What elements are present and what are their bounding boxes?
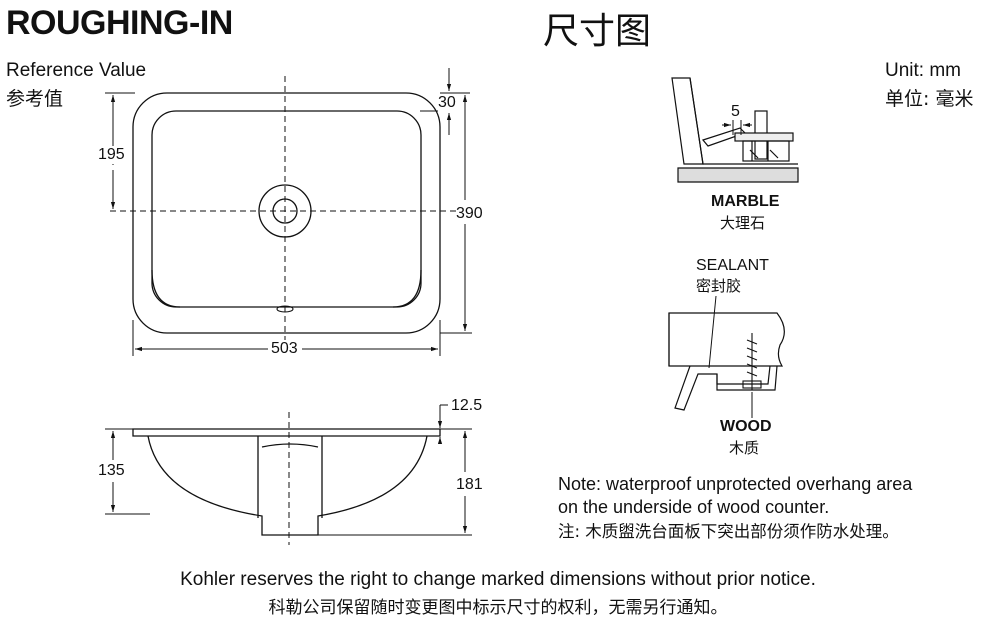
top-view-basin xyxy=(132,92,441,334)
marble-label: MARBLE xyxy=(711,193,780,210)
dim-12-5-label: 12.5 xyxy=(451,397,483,414)
dim-135-label: 135 xyxy=(98,462,125,480)
dim-503-label: 503 xyxy=(271,340,298,358)
side-view-basin xyxy=(132,428,441,536)
dim-181-line xyxy=(318,428,472,536)
footer-disclaimer-cn: 科勒公司保留随时变更图中标示尺寸的权利，无需另行通知。 xyxy=(268,598,728,618)
sealant-leader xyxy=(708,295,717,369)
wood-screw xyxy=(742,333,762,390)
wood-detail xyxy=(668,312,785,411)
marble-label-cn: 大理石 xyxy=(720,214,766,232)
wood-label: WOOD xyxy=(720,418,772,435)
page-title-cn: 尺寸图 xyxy=(543,11,652,52)
reference-value-label-cn: 参考值 xyxy=(6,88,64,110)
unit-label: Unit: mm xyxy=(885,60,961,81)
dim-503-line xyxy=(132,320,441,356)
unit-label-cn: 单位: 毫米 xyxy=(885,88,974,110)
page-title: ROUGHING-IN xyxy=(6,4,233,42)
dim-5-label: 5 xyxy=(731,103,740,120)
note-line-cn: 注: 木质盥洗台面板下突出部份须作防水处理。 xyxy=(558,522,899,541)
footer-disclaimer: Kohler reserves the right to change mark… xyxy=(180,569,816,590)
dim-135-line xyxy=(105,428,150,515)
wood-label-cn: 木质 xyxy=(729,439,760,457)
marble-detail xyxy=(671,77,799,183)
dim-390-line xyxy=(440,95,472,334)
reference-value-label: Reference Value xyxy=(6,60,147,81)
dim-30-label: 30 xyxy=(438,94,456,112)
sealant-label-cn: 密封胶 xyxy=(696,277,742,295)
dim-5-line xyxy=(722,120,752,135)
dim-390-label: 390 xyxy=(456,205,483,223)
dim-181-label: 181 xyxy=(456,476,483,494)
note-line-2: on the underside of wood counter. xyxy=(558,497,830,517)
sealant-label: SEALANT xyxy=(696,257,769,274)
dim-12-5-line xyxy=(437,404,448,444)
center-lines xyxy=(110,76,458,355)
note-line-1: Note: waterproof unprotected overhang ar… xyxy=(558,474,913,494)
dim-195-label: 195 xyxy=(98,146,125,164)
